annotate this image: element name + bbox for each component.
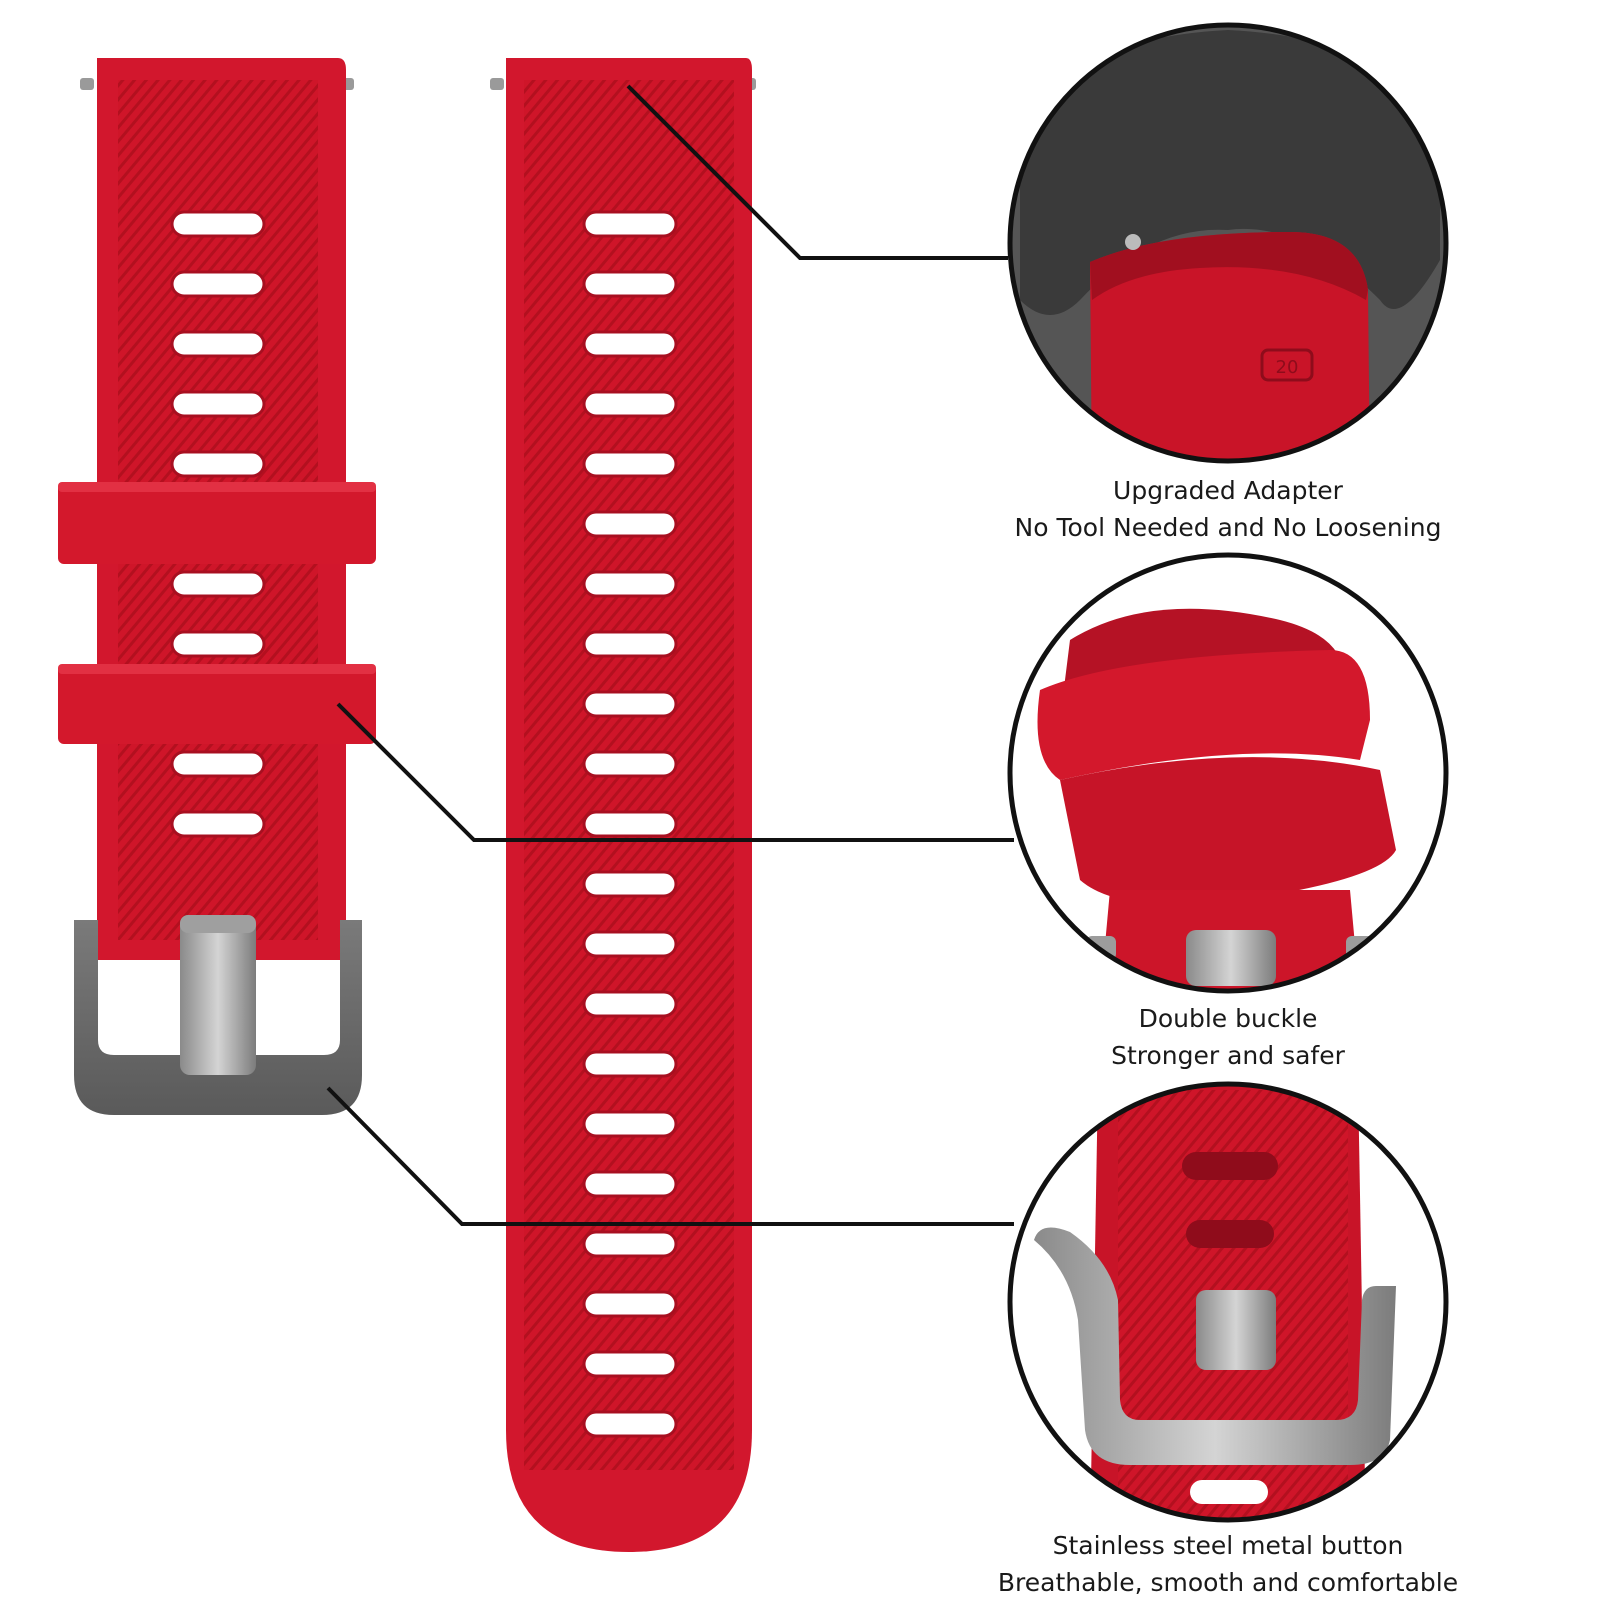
caption-steel-buckle-subtitle: Breathable, smooth and comfortable bbox=[997, 1568, 1459, 1597]
long-strap-hole bbox=[582, 870, 678, 898]
short-strap-hole bbox=[170, 450, 266, 478]
size-mark-box bbox=[1260, 348, 1314, 382]
long-strap-hole bbox=[582, 810, 678, 838]
long-strap-hole bbox=[582, 210, 678, 238]
short-strap-hole bbox=[170, 270, 266, 298]
caption-steel-buckle-title: Stainless steel metal button bbox=[1052, 1531, 1404, 1560]
short-strap-hole bbox=[170, 210, 266, 238]
long-strap bbox=[490, 58, 756, 1552]
long-strap-hole bbox=[582, 930, 678, 958]
long-strap-hole bbox=[582, 570, 678, 598]
caption-adapter-subtitle: No Tool Needed and No Loosening bbox=[1014, 513, 1442, 542]
buckle-tongue-closeup bbox=[1186, 930, 1276, 986]
strap-end bbox=[1090, 232, 1370, 461]
keeper-loop-upper bbox=[58, 482, 376, 564]
quick-release-pin bbox=[1125, 234, 1141, 250]
long-strap-hole bbox=[582, 1110, 678, 1138]
closeup-hole-1 bbox=[1182, 1152, 1278, 1180]
callout-line-double-buckle bbox=[336, 702, 1014, 842]
caption-double-buckle: Double buckle Stronger and safer bbox=[948, 1000, 1508, 1074]
short-strap-hole bbox=[170, 810, 266, 838]
long-strap-hole bbox=[582, 990, 678, 1018]
short-strap-hole bbox=[170, 750, 266, 778]
buckle-frame bbox=[74, 920, 362, 1115]
callout-line-adapter bbox=[626, 84, 1008, 260]
caption-steel-buckle: Stainless steel metal button Breathable,… bbox=[948, 1527, 1508, 1601]
long-strap-hole bbox=[582, 1170, 678, 1198]
buckle-tongue bbox=[180, 915, 256, 1075]
long-strap-hole bbox=[582, 630, 678, 658]
long-strap-hole bbox=[582, 1410, 678, 1438]
size-mark: 20 bbox=[1276, 357, 1299, 378]
long-strap-hole bbox=[582, 1350, 678, 1378]
long-strap-holes bbox=[582, 210, 678, 1438]
long-strap-hole bbox=[582, 330, 678, 358]
long-strap-hole bbox=[582, 390, 678, 418]
closeup-steel-buckle bbox=[1007, 1081, 1449, 1523]
short-strap-hole bbox=[170, 330, 266, 358]
long-strap-hole bbox=[582, 1230, 678, 1258]
buckle-frame-closeup bbox=[1034, 1227, 1396, 1465]
keeper-loop-top bbox=[1037, 650, 1370, 780]
long-strap-hole bbox=[582, 1050, 678, 1078]
keeper-loop-bottom bbox=[1060, 757, 1396, 905]
closeup-hole-2 bbox=[1186, 1220, 1274, 1248]
closeup-double-buckle bbox=[1007, 552, 1449, 994]
short-strap-hole bbox=[170, 630, 266, 658]
keeper-loop-upper-highlight bbox=[58, 482, 376, 492]
keeper-loop-lower-highlight bbox=[58, 664, 376, 674]
long-strap-hole bbox=[582, 510, 678, 538]
buckle-tongue-closeup-3 bbox=[1196, 1290, 1276, 1370]
caption-double-buckle-title: Double buckle bbox=[1138, 1004, 1318, 1033]
long-strap-pin-left bbox=[490, 78, 504, 90]
buckle-tongue-top bbox=[180, 915, 256, 933]
long-strap-hole bbox=[582, 750, 678, 778]
long-strap-hole bbox=[582, 1290, 678, 1318]
caption-double-buckle-subtitle: Stronger and safer bbox=[1111, 1041, 1345, 1070]
closeup-hole-3 bbox=[1190, 1480, 1268, 1504]
spring-bar-pin-left bbox=[80, 78, 94, 90]
caption-adapter-title: Upgraded Adapter bbox=[1113, 476, 1343, 505]
callout-lines bbox=[326, 84, 1014, 1226]
short-strap-hole bbox=[170, 390, 266, 418]
callout-line-buckle bbox=[326, 1086, 1014, 1226]
long-strap-hole bbox=[582, 450, 678, 478]
short-strap-hole bbox=[170, 570, 266, 598]
keeper-loop-lower bbox=[58, 664, 376, 744]
long-strap-hole bbox=[582, 690, 678, 718]
short-strap bbox=[58, 58, 376, 1115]
long-strap-hole bbox=[582, 270, 678, 298]
short-strap-holes bbox=[170, 210, 266, 838]
closeup-adapter: 20 bbox=[1007, 22, 1449, 464]
caption-adapter: Upgraded Adapter No Tool Needed and No L… bbox=[948, 472, 1508, 546]
